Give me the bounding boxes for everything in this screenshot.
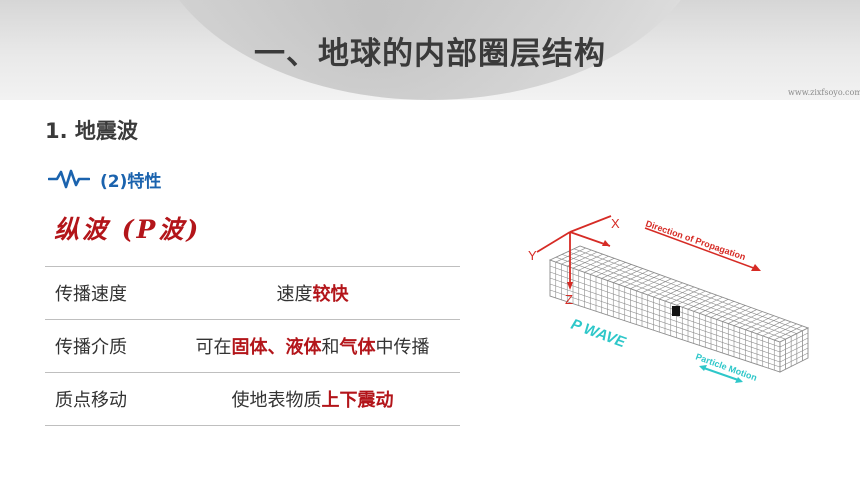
highlight-text: 较快 [312,284,349,305]
header-banner: 一、地球的内部圈层结构 www.zixfsoyo.com [0,0,860,100]
value-text: 使地表物质 [231,390,322,411]
value-text: 速度 [276,284,313,305]
p-wave-diagram: X Y Z Direction of Propagation P WAVE Pa… [528,215,810,383]
value-text: 和 [321,337,340,358]
highlight-text: 固体、液体 [231,337,322,358]
value-text: 中传播 [375,337,430,358]
highlight-text: 上下震动 [321,390,394,411]
wave-label: P WAVE [569,316,629,352]
direction-label: Direction of Propagation [644,218,747,262]
properties-table: 传播速度 速度较快传播介质 可在固体、液体和气体中传播质点移动 使地表物质上下震动 [45,266,460,426]
section-heading: 1. 地震波 [45,119,138,143]
table-row: 质点移动 使地表物质上下震动 [45,372,460,426]
wave-icon [48,169,90,189]
row-value: 可在固体、液体和气体中传播 [165,333,460,359]
subheading: (2)特性 [48,166,161,192]
row-key: 质点移动 [55,390,127,411]
grid-block [548,245,810,373]
page-title: 一、地球的内部圈层结构 [254,36,606,72]
particle-marker [672,306,680,316]
watermark: www.zixfsoyo.com [788,88,860,97]
row-key: 传播介质 [55,337,127,358]
row-value: 速度较快 [165,280,460,306]
table-row: 传播介质 可在固体、液体和气体中传播 [45,319,460,372]
value-text: 可在 [195,337,232,358]
axes [536,215,612,290]
row-key: 传播速度 [55,284,127,305]
table-row: 传播速度 速度较快 [45,266,460,319]
row-value: 使地表物质上下震动 [165,386,460,412]
subheading-label: (2)特性 [100,171,162,192]
axis-x-label: X [611,216,620,231]
highlight-text: 气体 [339,337,376,358]
handwritten-title: 纵波 (P波) [54,215,202,244]
axis-y-label: Y [528,248,537,263]
axis-z-label: Z [565,292,573,307]
